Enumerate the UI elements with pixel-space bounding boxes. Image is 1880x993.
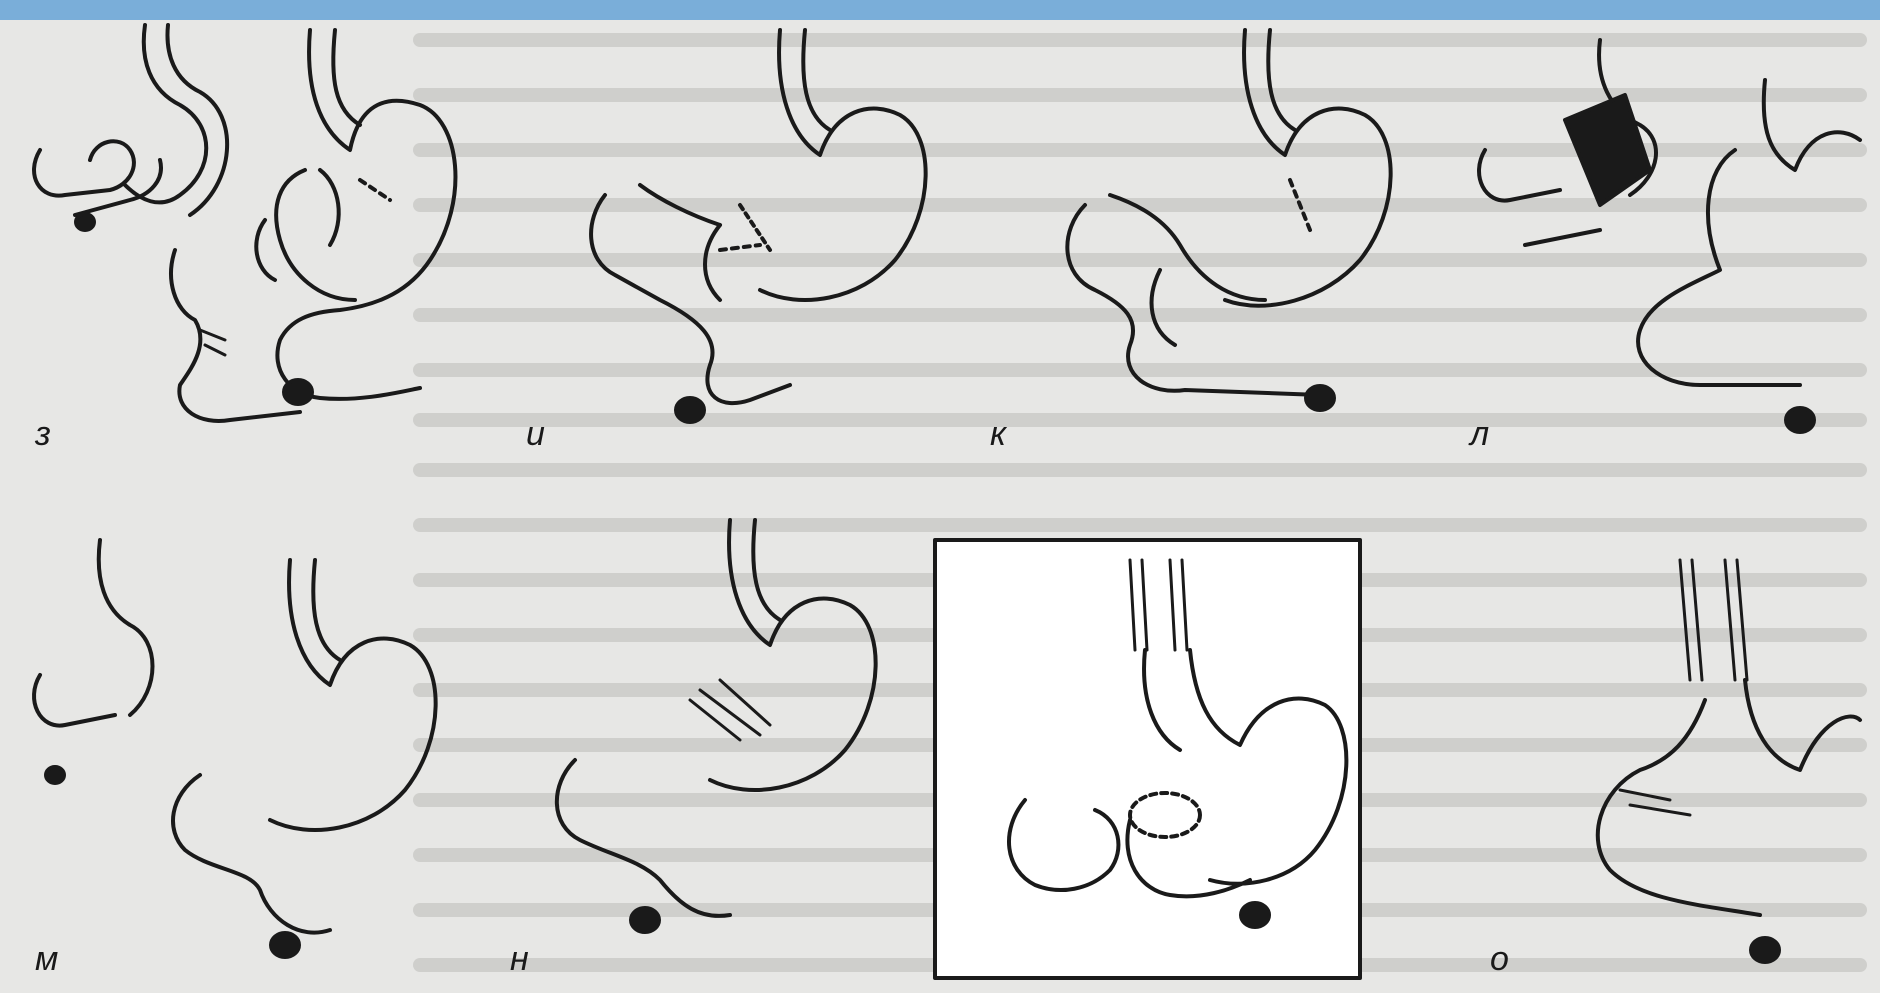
panel-k-drawing — [1067, 30, 1390, 410]
panel-label-z: з — [35, 415, 51, 454]
panel-boxed-drawing — [935, 540, 1360, 978]
panel-m-drawing — [34, 540, 436, 957]
panel-label-l: л — [1470, 415, 1489, 454]
panel-label-n: н — [510, 940, 529, 979]
panel-label-m: м — [35, 940, 58, 979]
panel-label-i: и — [526, 415, 545, 454]
panel-z-drawing — [34, 25, 455, 421]
panel-label-k: к — [990, 415, 1006, 454]
panel-label-o: о — [1490, 940, 1509, 979]
panel-o-drawing — [1598, 560, 1860, 962]
